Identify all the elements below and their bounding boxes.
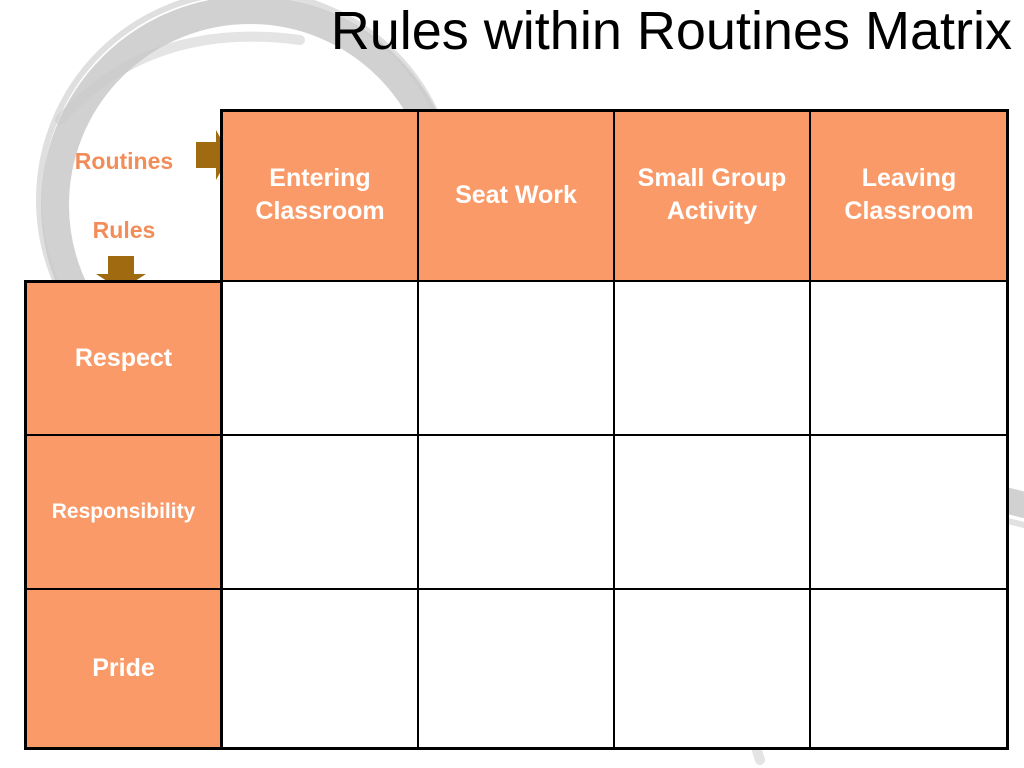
routines-label: Routines (74, 148, 174, 174)
matrix-cell-respect-leaving (810, 281, 1008, 435)
matrix-cell-pride-leaving (810, 589, 1008, 748)
matrix-cell-respect-small-group (614, 281, 810, 435)
matrix-cell-responsibility-leaving (810, 435, 1008, 589)
row-header-responsibility: Responsibility (25, 435, 222, 589)
rules-label: Rules (92, 217, 156, 243)
matrix-cell-responsibility-entering (222, 435, 418, 589)
matrix-cell-responsibility-small-group (614, 435, 810, 589)
row-header-label: Responsibility (51, 500, 196, 523)
row-header-label: Pride (92, 654, 155, 682)
row-header-label: Respect (74, 343, 173, 372)
row-header-pride: Pride (25, 589, 222, 748)
matrix-cell-respect-entering (222, 281, 418, 435)
matrix-cell-pride-small-group (614, 589, 810, 748)
matrix-cell-respect-seat-work (418, 281, 614, 435)
row-header-respect: Respect (25, 281, 222, 435)
matrix-cell-pride-seat-work (418, 589, 614, 748)
column-header-label: Seat Work (455, 181, 577, 209)
matrix-cell-pride-entering (222, 589, 418, 748)
column-header-seat-work: Seat Work (418, 110, 614, 281)
slide-title: Rules within Routines Matrix (330, 1, 1012, 61)
matrix-cell-responsibility-seat-work (418, 435, 614, 589)
